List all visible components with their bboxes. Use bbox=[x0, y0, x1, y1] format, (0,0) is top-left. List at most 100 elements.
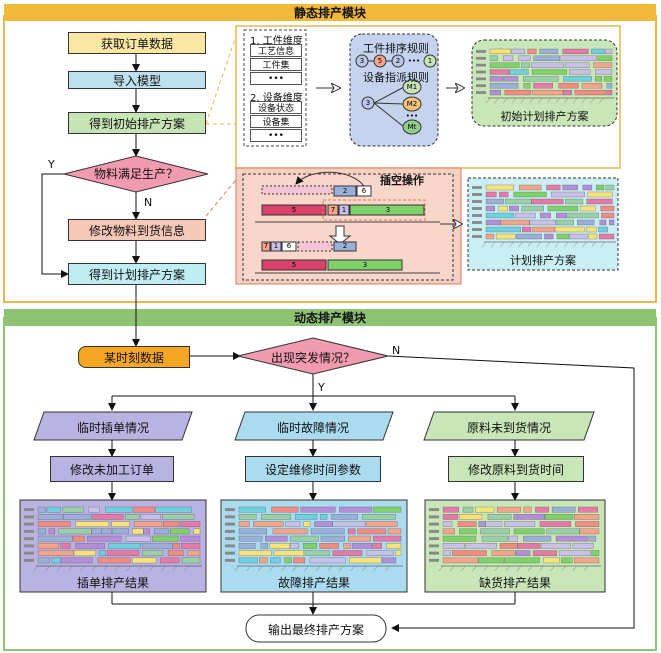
gantt-tick bbox=[483, 565, 488, 572]
gantt-tick bbox=[520, 97, 526, 104]
gantt-tick bbox=[114, 565, 120, 572]
gantt-row-label bbox=[24, 544, 34, 548]
gantt-bar bbox=[558, 550, 591, 556]
gantt-bar bbox=[563, 76, 592, 82]
gantt-bar bbox=[569, 69, 591, 75]
gantt-bar bbox=[238, 557, 258, 564]
gantt-bar bbox=[514, 212, 536, 219]
gantt-bar bbox=[180, 535, 201, 542]
gantt-bar bbox=[561, 557, 573, 564]
gantt-bar bbox=[92, 514, 124, 520]
static-module-title-bar bbox=[4, 4, 656, 21]
gantt-bar bbox=[37, 521, 71, 527]
gantt-bar bbox=[152, 535, 179, 542]
gantt-bar bbox=[442, 514, 459, 520]
gantt-bar bbox=[284, 557, 292, 564]
gantt-bar bbox=[314, 521, 333, 527]
gantt-tick bbox=[494, 97, 499, 104]
insert-top-label: 3 bbox=[386, 206, 390, 214]
gantt-bar bbox=[452, 550, 487, 556]
gantt-bar bbox=[132, 528, 144, 535]
gantt-bar bbox=[578, 506, 598, 513]
gantt-row-label bbox=[476, 91, 486, 94]
gantt-bar bbox=[546, 184, 561, 191]
gantt-bar bbox=[442, 506, 459, 513]
gantt-bar bbox=[457, 521, 477, 527]
machine-node bbox=[402, 96, 422, 112]
machine-node-label: Mt bbox=[408, 123, 417, 131]
gantt-bar bbox=[320, 514, 328, 520]
gantt-bar bbox=[487, 514, 512, 520]
gantt-tick bbox=[545, 241, 551, 248]
gantt-bar bbox=[516, 233, 542, 240]
gantt-bar bbox=[343, 543, 351, 549]
gantt-bar bbox=[167, 550, 184, 556]
gantt-row-label bbox=[24, 537, 34, 541]
gantt-bar bbox=[509, 69, 529, 75]
gantt-bar bbox=[605, 184, 615, 191]
insert-bottom-label: 6 bbox=[287, 242, 292, 250]
gantt-bar bbox=[504, 89, 531, 96]
modify-material-box: 修改物料到货信息 bbox=[68, 219, 206, 241]
gantt-tick bbox=[509, 241, 514, 248]
gantt-row-label bbox=[225, 544, 235, 548]
gantt-tick bbox=[581, 97, 587, 104]
gantt-tick bbox=[518, 241, 523, 248]
gantt-bar bbox=[489, 83, 519, 89]
gantt-bar bbox=[58, 528, 92, 535]
gantt-bar bbox=[544, 233, 554, 240]
gantt-bar bbox=[154, 528, 170, 535]
seq-node-label: 1 bbox=[428, 57, 432, 65]
gantt-bar bbox=[442, 550, 451, 556]
gantt-bar bbox=[293, 557, 306, 564]
gantt-bar bbox=[133, 521, 163, 527]
gantt-bar bbox=[550, 191, 585, 198]
insert-bar-1 bbox=[338, 204, 350, 216]
gantt-tick bbox=[257, 565, 263, 572]
seq-node-label: 5 bbox=[378, 57, 382, 65]
gantt-bar bbox=[259, 557, 268, 564]
gantt-tick bbox=[599, 97, 604, 104]
gantt-bar bbox=[485, 205, 495, 212]
gantt-tick bbox=[511, 97, 517, 104]
machine-state-cell: 设备状态 bbox=[250, 101, 302, 114]
gantt-bar bbox=[558, 83, 579, 89]
gantt-bar bbox=[575, 521, 600, 527]
gantt-bar bbox=[500, 219, 530, 226]
gantt-bar bbox=[521, 62, 530, 68]
gantt-bar bbox=[531, 198, 564, 205]
gantt-row-label bbox=[429, 537, 439, 541]
gantt-bar bbox=[564, 62, 590, 68]
gantt-bar bbox=[62, 506, 84, 513]
gantt-bar bbox=[508, 535, 518, 542]
gantt-bar bbox=[180, 521, 201, 527]
gantt-bar bbox=[373, 535, 402, 542]
gantt-tick bbox=[269, 565, 274, 572]
gantt-tick bbox=[583, 565, 589, 572]
gantt-row-label bbox=[225, 537, 235, 541]
after-bar-3 bbox=[327, 259, 403, 271]
gantt-bar bbox=[566, 212, 599, 219]
gantt-bar bbox=[320, 535, 345, 542]
gantt-bar bbox=[51, 557, 61, 564]
gantt-tick bbox=[161, 565, 166, 572]
seq-dots: ••• bbox=[408, 57, 420, 65]
gantt-bar bbox=[304, 550, 330, 556]
dynamic-module-title-bar bbox=[4, 309, 656, 326]
machine-node-label: M2 bbox=[407, 100, 418, 108]
gantt-bar bbox=[238, 528, 268, 535]
gantt-tick bbox=[550, 565, 555, 572]
gantt-bar bbox=[511, 48, 525, 55]
gantt-bar bbox=[260, 543, 268, 549]
gantt-bar bbox=[513, 528, 545, 535]
gantt-bar bbox=[37, 514, 63, 520]
gantt-tick bbox=[582, 241, 587, 248]
gantt-bar bbox=[309, 557, 346, 564]
gantt-bar bbox=[504, 521, 536, 527]
gantt-bar bbox=[489, 89, 501, 96]
gantt-bar bbox=[37, 528, 46, 535]
gantt-tick bbox=[503, 97, 508, 104]
gantt-tick bbox=[600, 241, 606, 248]
static-module-title: 静态排产模块 bbox=[293, 6, 366, 20]
